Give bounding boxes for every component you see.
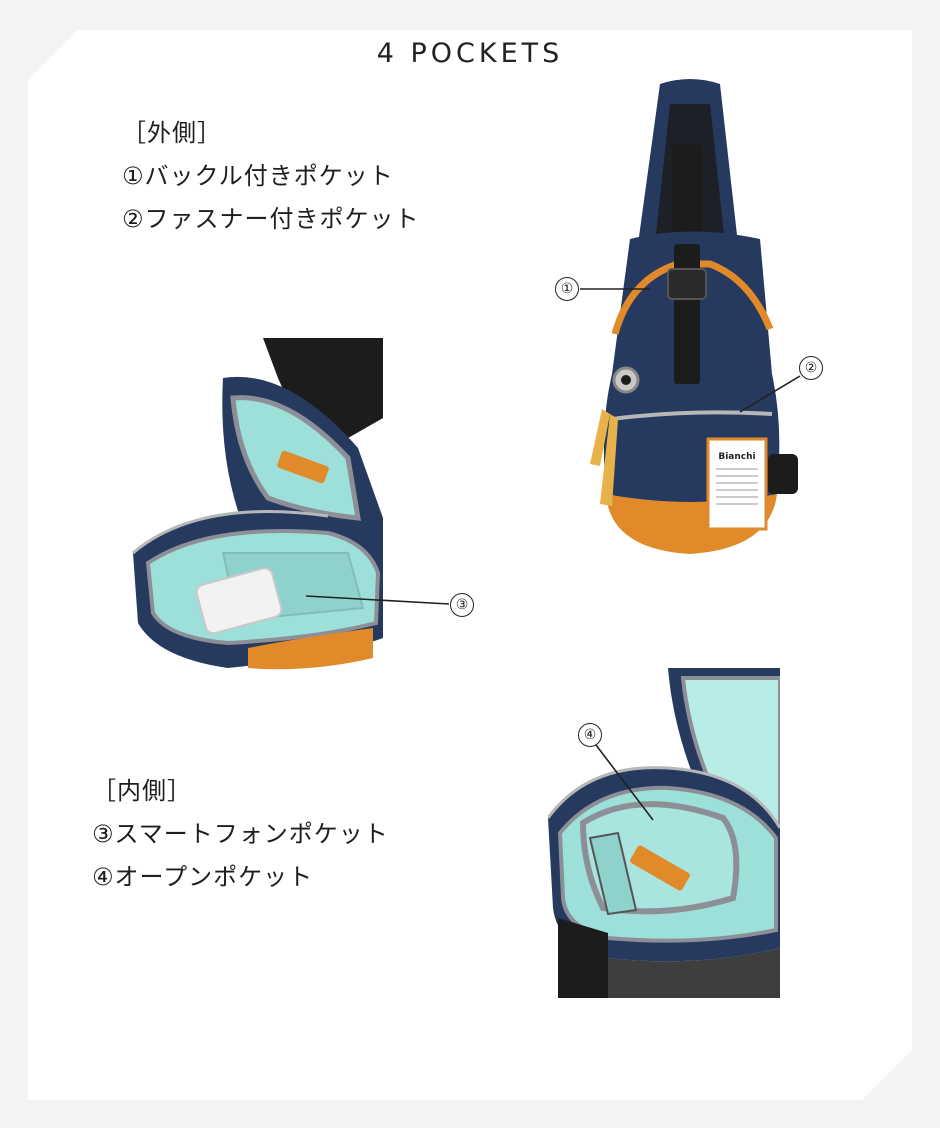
callout-1: ① — [555, 277, 579, 301]
inner-item-smartphone-pocket: ③スマートフォンポケット — [92, 820, 389, 848]
bag-open-photo — [128, 338, 383, 673]
inner-heading: ［内側］ — [92, 777, 192, 805]
tag-brand-text: Bianchi — [718, 452, 755, 462]
outer-item-buckle-pocket: ①バックル付きポケット — [122, 162, 394, 190]
callout-3: ③ — [450, 593, 474, 617]
bag-inner-pocket-photo — [548, 668, 780, 998]
callout-2: ② — [799, 356, 823, 380]
callout-4: ④ — [578, 723, 602, 747]
outer-pocket-list: ［外側］ ①バックル付きポケット ②ファスナー付きポケット — [122, 112, 420, 241]
outer-item-zipper-pocket: ②ファスナー付きポケット — [122, 205, 420, 233]
outer-heading: ［外側］ — [122, 119, 222, 147]
bag-front-photo: Bianchi — [560, 74, 830, 574]
inner-item-open-pocket: ④オープンポケット — [92, 863, 314, 891]
page-title: 4 POCKETS — [376, 38, 564, 69]
inner-pocket-list: ［内側］ ③スマートフォンポケット ④オープンポケット — [92, 770, 389, 899]
